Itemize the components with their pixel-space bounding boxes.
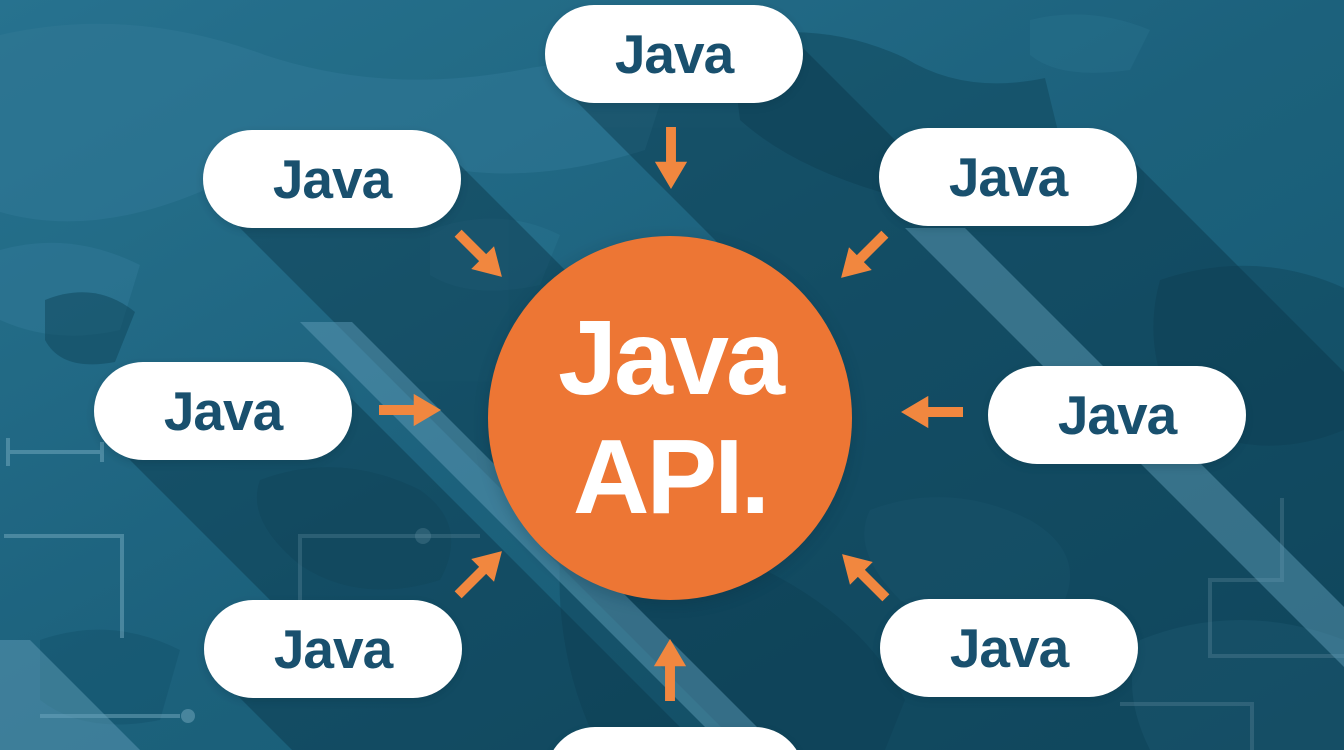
map-landmass-light — [0, 14, 1344, 750]
java-pill-upper-right: Java — [879, 128, 1137, 226]
arrow-right-icon — [379, 390, 441, 430]
java-pill-label: Java — [948, 146, 1068, 208]
arrow-down-icon — [651, 127, 691, 189]
arrow-down-right-icon — [444, 219, 516, 291]
java-pill-lower-left: Java — [204, 600, 462, 698]
java-pill-bottom: Java — [546, 727, 804, 750]
arrow-up-left-icon — [828, 540, 900, 612]
java-pill-middle-left: Java — [94, 362, 352, 460]
circuit-nodes — [181, 528, 431, 723]
java-pill-lower-right: Java — [880, 599, 1138, 697]
java-pill-label: Java — [273, 618, 393, 680]
center-node-line1: Java — [558, 299, 785, 418]
java-api-center-node: Java API. — [488, 236, 852, 600]
java-pill-label: Java — [272, 148, 392, 210]
java-pill-upper-left: Java — [203, 130, 461, 228]
arrow-down-left-icon — [827, 220, 899, 292]
java-pill-label: Java — [949, 617, 1069, 679]
arrow-up-icon — [650, 639, 690, 701]
arrow-up-right-icon — [444, 537, 516, 609]
java-pill-label: Java — [163, 380, 283, 442]
java-pill-label: Java — [616, 744, 735, 750]
center-node-line2: API. — [572, 418, 770, 536]
java-pill-top: Java — [545, 5, 803, 103]
java-pill-middle-right: Java — [988, 366, 1246, 464]
java-pill-label: Java — [614, 23, 734, 85]
java-pill-label: Java — [1057, 384, 1177, 446]
arrow-left-icon — [901, 392, 963, 432]
